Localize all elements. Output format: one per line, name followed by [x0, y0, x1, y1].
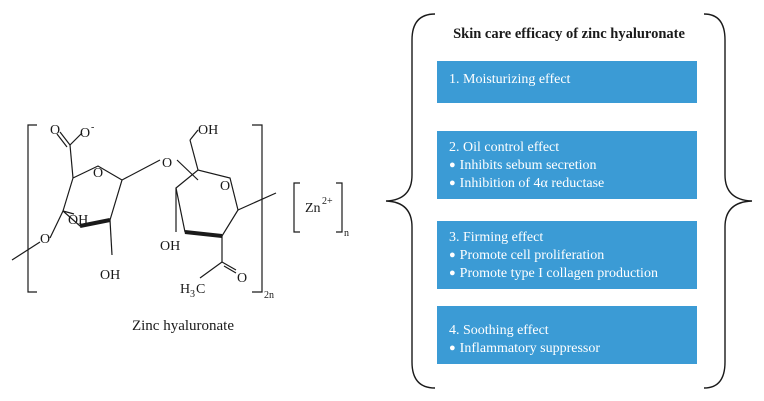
card-bullet: Inflammatory suppressor [449, 340, 697, 358]
card-bullet: Promote type I collagen production [449, 265, 697, 283]
label-methyl-c: C [196, 282, 205, 297]
structure-caption: Zinc hyaluronate [131, 318, 235, 334]
card-heading: 2. Oil control effect [449, 140, 560, 155]
label-carboxylate-o2: O [80, 126, 90, 141]
label-carboxylate-o: O [50, 123, 60, 138]
label-ring1-oh-upper: OH [68, 213, 88, 228]
label-zinc-charge: 2+ [322, 196, 333, 207]
efficacy-card-moisturizing: 1. Moisturizing effect [437, 61, 697, 103]
card-bullet: Promote cell proliferation [449, 247, 697, 265]
label-ring1-o-left: O [40, 232, 50, 247]
label-ring2-o: O [220, 179, 230, 194]
label-ch2oh: OH [198, 123, 218, 138]
zinc-hyaluronate-structure: O O - O O O OH OH O OH OH H 3 C O 2n Zn … [11, 122, 349, 301]
efficacy-card-soothing: 4. Soothing effect Inflammatory suppress… [437, 306, 697, 364]
label-zinc-n: n [344, 228, 349, 239]
card-bullet: Inhibits sebum secretion [449, 157, 697, 175]
label-methyl-sub: 3 [190, 289, 195, 300]
structure-atom-labels: O O - O O O OH OH O OH OH H 3 C O 2n Zn … [40, 122, 349, 301]
label-acetyl-o: O [237, 271, 247, 286]
card-heading: 1. Moisturizing effect [449, 72, 571, 87]
efficacy-brace [385, 13, 753, 389]
label-carboxylate-charge: - [91, 122, 94, 133]
structure-bonds [11, 124, 343, 293]
label-zinc: Zn [305, 201, 321, 216]
right-brace [703, 13, 753, 389]
label-ring1-o: O [93, 166, 103, 181]
label-methyl-h: H [180, 282, 190, 297]
efficacy-card-firming: 3. Firming effect Promote cell prolifera… [437, 221, 697, 289]
card-heading: 3. Firming effect [449, 230, 544, 245]
label-ring1-oh-lower: OH [100, 268, 120, 283]
left-brace [385, 13, 436, 389]
efficacy-panel-title: Skin care efficacy of zinc hyaluronate [453, 26, 685, 42]
label-repeat-n: 2n [264, 290, 274, 301]
card-bullet: Inhibition of 4α reductase [449, 175, 697, 193]
card-heading: 4. Soothing effect [449, 323, 549, 338]
label-ring2-oh: OH [160, 239, 180, 254]
efficacy-card-oil-control: 2. Oil control effect Inhibits sebum sec… [437, 131, 697, 199]
label-glycosidic-o: O [162, 156, 172, 171]
